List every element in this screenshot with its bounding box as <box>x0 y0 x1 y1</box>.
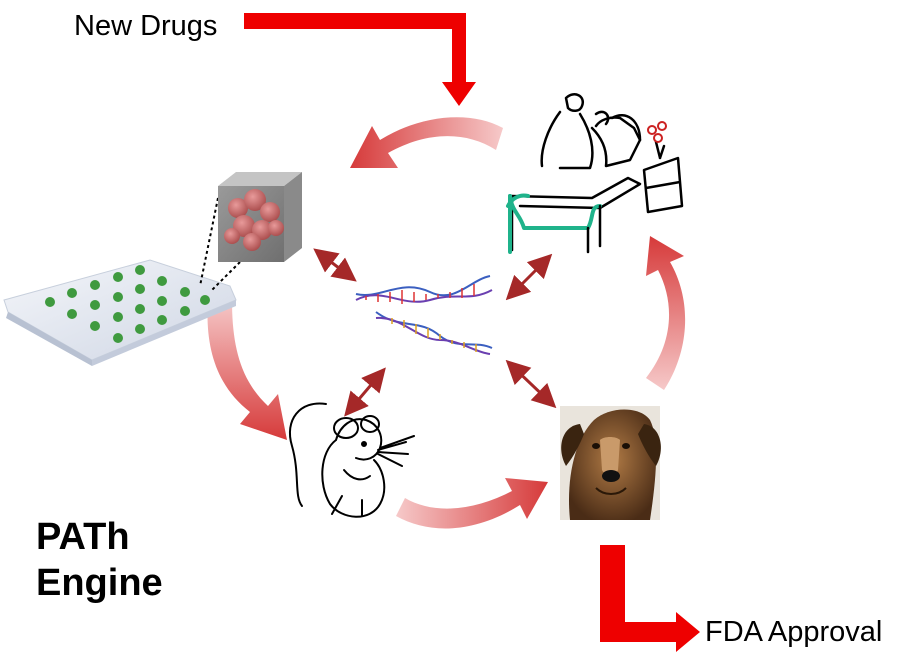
cycle-arrow-bottom <box>396 478 548 529</box>
microarray-plate-icon <box>3 259 237 366</box>
patient-in-hospital-bed-icon <box>506 93 684 254</box>
path-engine-title: PATh Engine <box>36 514 163 606</box>
fda-approval-label: FDA Approval <box>705 616 883 648</box>
dog-node <box>560 406 661 520</box>
cycle-arrow-top <box>350 117 503 168</box>
mouse-node <box>289 402 415 518</box>
entry-arrow <box>244 13 476 106</box>
dog-icon <box>560 406 661 520</box>
cell-cube-icon <box>199 172 302 291</box>
cell-array-node <box>3 172 302 366</box>
mouse-icon <box>289 402 415 518</box>
patient-node <box>506 93 684 254</box>
cycle-arrow-left <box>207 300 287 440</box>
new-drugs-label: New Drugs <box>74 10 218 42</box>
path-engine-title-line2: Engine <box>36 562 163 604</box>
double-arrow-dog-genome <box>505 359 557 409</box>
double-arrow-cells-genome <box>313 248 357 282</box>
double-arrow-patient-genome <box>505 253 553 301</box>
genome-arrows <box>313 248 557 417</box>
double-arrow-mouse-genome <box>344 367 386 417</box>
path-engine-title-line1: PATh <box>36 516 130 558</box>
dna-double-helix-icon <box>355 275 493 355</box>
cycle-arrow-right <box>646 236 686 390</box>
genome-node <box>355 275 493 355</box>
exit-arrow <box>600 545 700 652</box>
